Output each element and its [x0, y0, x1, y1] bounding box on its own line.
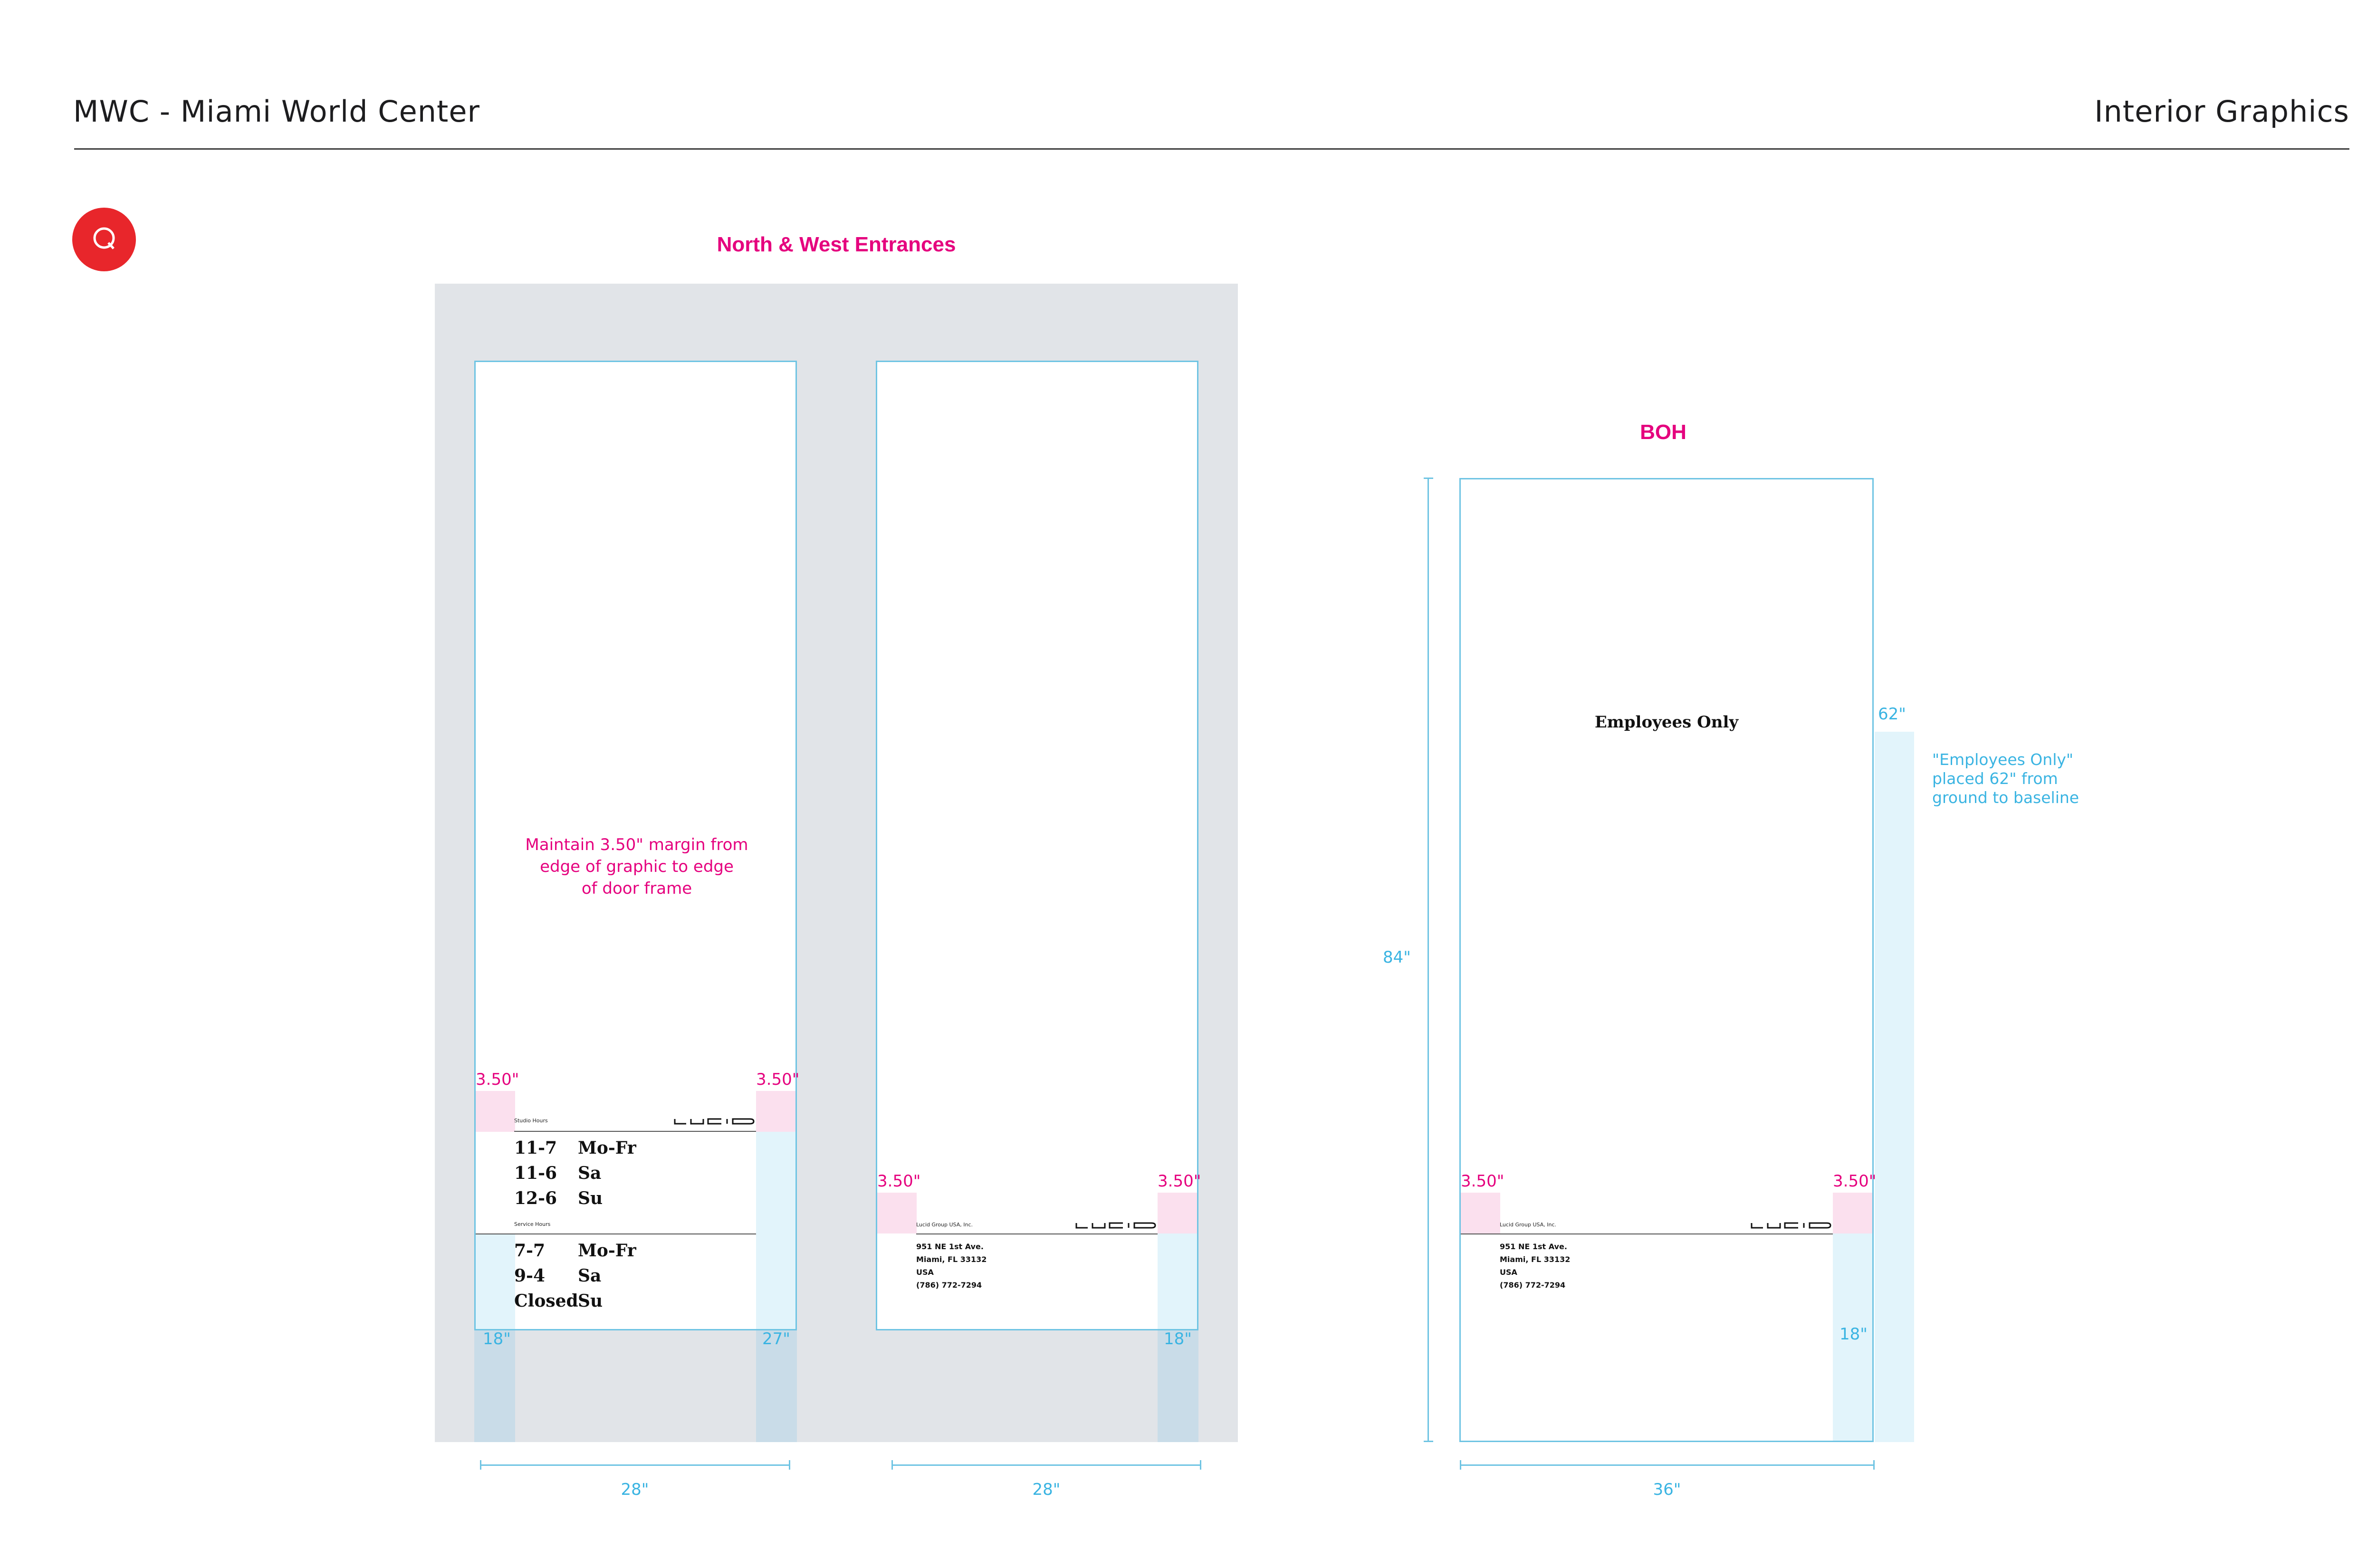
dim-tick [480, 1460, 481, 1470]
lucid-logo-3 [1751, 1222, 1832, 1232]
door-1-dim-right: 27" [762, 1329, 790, 1348]
boh-width-line [1460, 1464, 1875, 1466]
door-2-frame [876, 361, 1198, 1330]
door-1-right-floor [756, 1330, 797, 1442]
boh-height-label: 84" [1383, 948, 1411, 967]
boh-dim-right: 18" [1839, 1325, 1868, 1344]
service-hours-label: Service Hours [514, 1221, 551, 1227]
door-2-margin-right [1158, 1193, 1197, 1233]
door-1-left-band [476, 1233, 515, 1329]
boh-width-label: 36" [1653, 1480, 1681, 1499]
door-1-margin-left-label: 3.50" [476, 1070, 519, 1089]
lucid-logo-icon [1075, 1222, 1156, 1229]
sign-height-label: 62" [1878, 705, 1906, 724]
dim-tick [891, 1460, 893, 1470]
dim-tick [1873, 1460, 1875, 1470]
studio-hours-rule [514, 1131, 756, 1132]
address-block: 951 NE 1st Ave. Miami, FL 33132 USA (786… [916, 1242, 987, 1290]
service-hours-rule [476, 1233, 756, 1234]
sign-height-note: "Employees Only" placed 62" from ground … [1932, 750, 2079, 807]
company-name: Lucid Group USA, Inc. [1500, 1222, 1556, 1228]
address-block: 951 NE 1st Ave. Miami, FL 33132 USA (786… [1500, 1242, 1571, 1290]
door-1-dim-left: 18" [483, 1329, 511, 1348]
boh-margin-right-label: 3.50" [1833, 1172, 1877, 1191]
dim-tick [1424, 478, 1433, 479]
door-1-margin-right [756, 1091, 795, 1132]
boh-right-band [1833, 1233, 1872, 1441]
header-rule [74, 148, 2349, 150]
door-2-right-band [1158, 1233, 1197, 1329]
boh-margin-right [1833, 1193, 1872, 1233]
boh-margin-left [1461, 1193, 1500, 1233]
badge-letter-icon [93, 227, 115, 249]
door-2-width-label: 28" [1032, 1480, 1061, 1499]
door-2-width-line [891, 1464, 1201, 1466]
door-2-dim-right: 18" [1164, 1329, 1192, 1348]
hours-row: ClosedSu [514, 1291, 603, 1311]
lucid-logo-icon [1751, 1222, 1831, 1229]
project-title: MWC - Miami World Center [73, 94, 480, 129]
door-1-width-label: 28" [621, 1480, 649, 1499]
boh-height-line [1428, 478, 1429, 1442]
address-rule [916, 1233, 1158, 1234]
door-1-margin-left [476, 1091, 515, 1132]
door-1-right-band [756, 1132, 795, 1329]
door-1-frame [474, 361, 797, 1330]
boh-title: BOH [1640, 421, 1686, 444]
dim-tick [1424, 1441, 1433, 1442]
company-name: Lucid Group USA, Inc. [916, 1222, 973, 1228]
boh-margin-left-label: 3.50" [1461, 1172, 1504, 1191]
door-2-right-floor [1158, 1330, 1198, 1442]
lucid-logo-2 [1075, 1222, 1157, 1232]
sign-height-band [1875, 732, 1914, 1442]
dim-tick [789, 1460, 790, 1470]
door-1-margin-right-label: 3.50" [756, 1070, 800, 1089]
section-badge [72, 208, 136, 271]
studio-hours-label: Studio Hours [514, 1118, 548, 1124]
door-2-margin-left-label: 3.50" [877, 1172, 921, 1191]
employees-only-sign: Employees Only [1594, 713, 1739, 732]
boh-door-frame [1459, 478, 1874, 1442]
door-1-left-floor [474, 1330, 515, 1442]
dim-tick [1460, 1460, 1461, 1470]
page-title: Interior Graphics [2094, 94, 2349, 129]
lucid-logo-icon [674, 1118, 755, 1125]
dim-tick [1200, 1460, 1201, 1470]
door-1-width-line [480, 1464, 790, 1466]
door-2-margin-left [877, 1193, 917, 1233]
address-rule [1461, 1233, 1833, 1234]
lucid-logo-1 [674, 1118, 756, 1128]
north-west-title: North & West Entrances [717, 233, 956, 256]
door-2-margin-right-label: 3.50" [1158, 1172, 1201, 1191]
margin-note: Maintain 3.50" margin from edge of graph… [525, 835, 748, 898]
